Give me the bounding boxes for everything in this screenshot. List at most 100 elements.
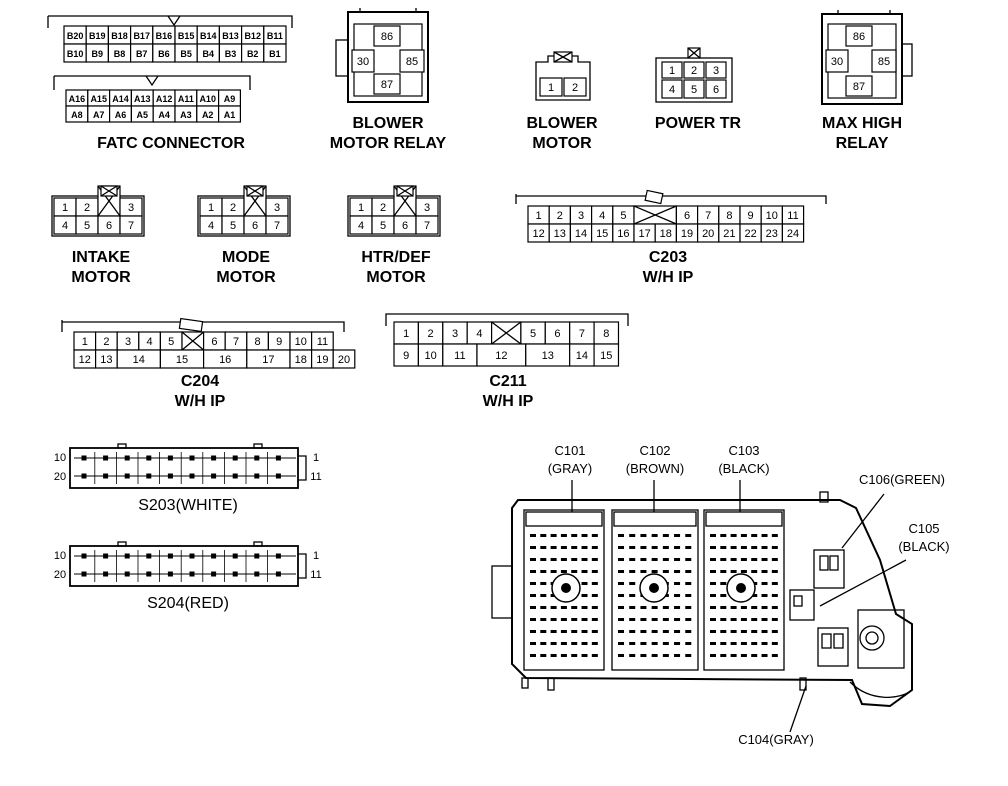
s203-label-10: 10: [54, 452, 66, 464]
c211-pin: 11: [454, 350, 465, 362]
terminal-pin: [618, 654, 624, 657]
terminal-pin: [771, 594, 778, 597]
terminal-pin: [710, 570, 716, 573]
terminal-pin: [771, 618, 778, 621]
fatc-pin: B18: [111, 31, 128, 41]
terminal-pin: [740, 654, 747, 657]
terminal-pin: [530, 570, 536, 573]
c204-pin: 10: [295, 336, 307, 348]
fatc-pin: B3: [225, 49, 237, 59]
c203-pin: 1: [536, 210, 542, 222]
terminal-pin: [662, 654, 669, 657]
c106-label: C106(GREEN): [859, 472, 945, 487]
terminal-pin: [685, 570, 692, 573]
key: [253, 443, 263, 449]
terminal-pin: [530, 618, 536, 621]
s204-connector: 10 20 1 11 S204(RED): [54, 541, 322, 612]
blower-motor-caption-2: MOTOR: [532, 135, 592, 152]
terminal-pin: [591, 534, 598, 537]
terminal-pin: [710, 606, 716, 609]
c211-pin: 9: [403, 350, 409, 362]
fatc-pin: B10: [67, 49, 84, 59]
terminal-pin: [591, 654, 598, 657]
mode-pin: 2: [230, 202, 236, 214]
pin-dot: [81, 571, 87, 577]
terminal-pin: [720, 618, 727, 621]
terminal-pin: [674, 534, 681, 537]
c204-pin: 20: [338, 354, 350, 366]
s204-caption: S204(RED): [147, 595, 229, 612]
c203-pin: 18: [660, 228, 672, 240]
pin-cell: [119, 215, 143, 235]
c211-pin: 2: [428, 328, 434, 340]
c204-pin: 19: [316, 354, 328, 366]
terminal-pin: [740, 546, 747, 549]
c204-pin: 6: [211, 336, 217, 348]
c211-pin: 5: [530, 328, 536, 340]
key: [253, 541, 263, 547]
power-tr-caption: POWER TR: [655, 115, 742, 132]
terminal-pin: [550, 534, 557, 537]
pin-dot: [232, 455, 238, 461]
terminal-pin: [571, 558, 578, 561]
s204-label-20: 20: [54, 569, 66, 581]
bolt-center: [736, 583, 746, 593]
c203-pin: 23: [766, 228, 778, 240]
terminal-pin: [751, 606, 758, 609]
pin-dot: [146, 455, 152, 461]
terminal-pin: [640, 642, 647, 645]
terminal-pin: [740, 558, 747, 561]
terminal-pin: [730, 654, 737, 657]
fatc-pin: B7: [136, 49, 148, 59]
terminal-pin: [618, 534, 624, 537]
terminal-pin: [771, 534, 778, 537]
terminal-pin: [751, 618, 758, 621]
c203-pin: 3: [578, 210, 584, 222]
terminal-block-header: [705, 511, 783, 527]
terminal-pin: [761, 630, 768, 633]
fatc-pin: B5: [180, 49, 192, 59]
fatc-caption: FATC CONNECTOR: [97, 135, 245, 152]
terminal-pin: [550, 618, 557, 621]
mode-caption-1: MODE: [222, 249, 270, 266]
terminal-pin: [710, 546, 716, 549]
c204-pin: 11: [317, 336, 328, 348]
mode-pin: 3: [274, 202, 280, 214]
c204-pin: 9: [276, 336, 282, 348]
terminal-pin: [720, 642, 727, 645]
terminal-pin: [581, 546, 588, 549]
terminal-pin: [530, 654, 536, 657]
terminal-pin: [629, 582, 636, 585]
fatc-pin: B15: [178, 31, 195, 41]
c204-pin: 7: [233, 336, 239, 348]
terminal-pin: [771, 570, 778, 573]
terminal-pin: [761, 654, 768, 657]
terminal-pin: [730, 558, 737, 561]
c204-caption-1: C204: [181, 373, 219, 390]
latch-cross: [246, 185, 264, 197]
c203-pin: 6: [684, 210, 690, 222]
pin-dot: [254, 553, 260, 559]
c203-pin: 8: [726, 210, 732, 222]
terminal-pin: [571, 606, 578, 609]
terminal-pin: [629, 546, 636, 549]
terminal-pin: [662, 534, 669, 537]
key: [117, 541, 127, 547]
blower-relay-caption-2: MOTOR RELAY: [330, 135, 447, 152]
c203-pin: 9: [748, 210, 754, 222]
terminal-pin: [761, 618, 768, 621]
fatc-pin: A10: [199, 94, 216, 104]
intake-pin: 3: [128, 202, 134, 214]
terminal-pin: [761, 546, 768, 549]
terminal-pin: [674, 594, 681, 597]
pin-cell: [593, 343, 620, 367]
terminal-pin: [720, 582, 727, 585]
pin-dot: [211, 553, 217, 559]
terminal-pin: [581, 630, 588, 633]
c211-pin: 14: [576, 350, 588, 362]
terminal-pin: [662, 546, 669, 549]
terminal-pin: [685, 618, 692, 621]
terminal-pin: [730, 546, 737, 549]
s204-label-10: 10: [54, 550, 66, 562]
terminal-pin: [550, 654, 557, 657]
